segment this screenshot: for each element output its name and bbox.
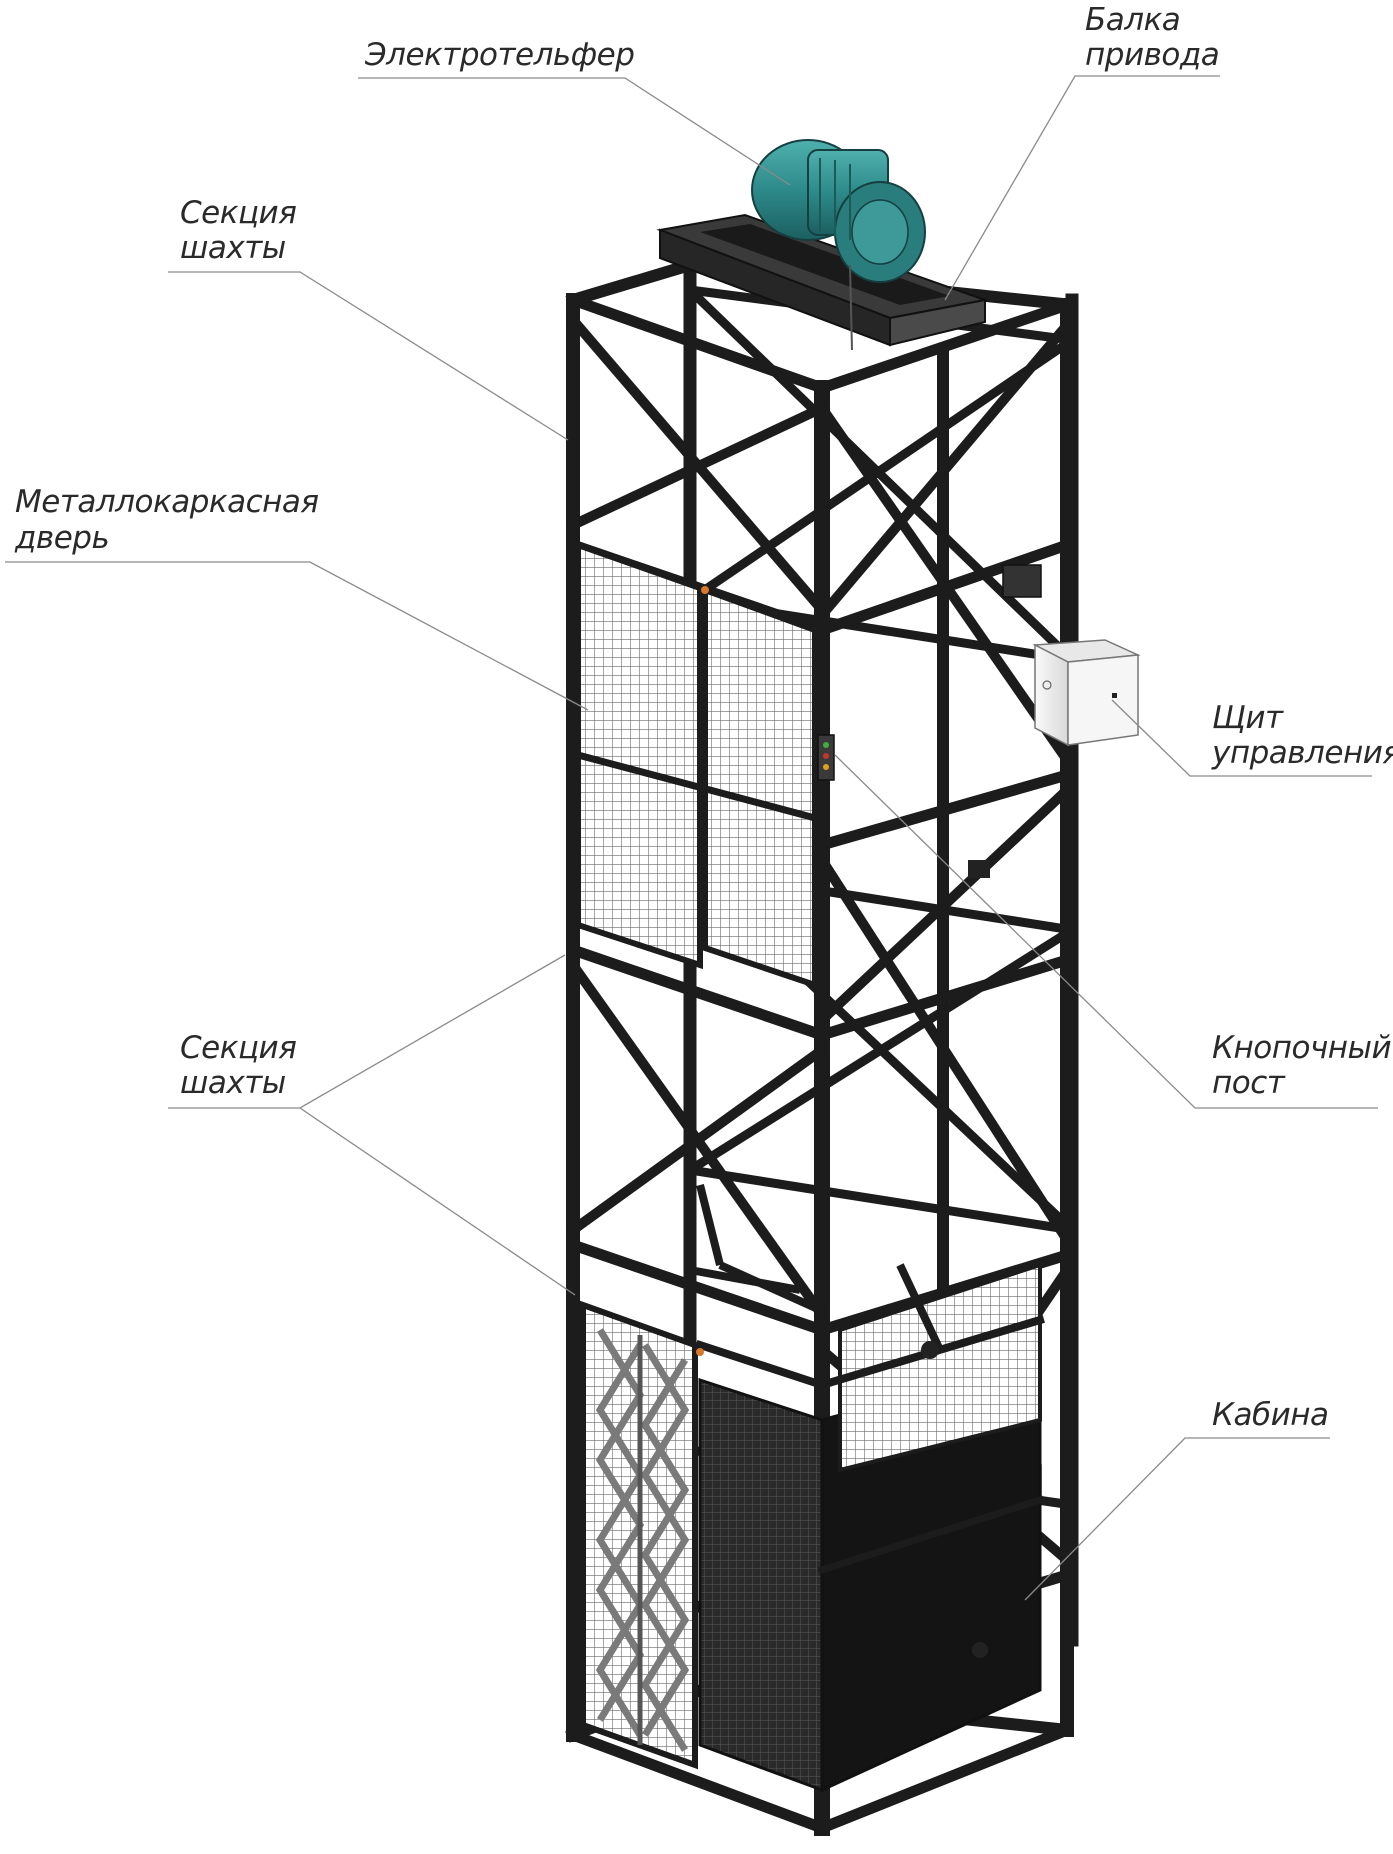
- label-button-post-line2: пост: [1212, 1065, 1286, 1101]
- left-face-diagonals: [565, 312, 830, 1322]
- leader-shaft-section-top: [168, 271, 569, 441]
- cabin: [689, 1184, 1045, 1793]
- label-shaft-section-top-line2: шахты: [180, 230, 286, 266]
- leader-cabin: [1024, 1437, 1330, 1601]
- metal-frame-door: [573, 540, 820, 990]
- label-drive-beam-line1: Балка: [1085, 2, 1180, 38]
- label-shaft-section-bottom-line1: Секция: [180, 1030, 296, 1066]
- leader-button-post: [834, 754, 1378, 1109]
- limit-switch: [968, 860, 990, 878]
- electric-hoist: [751, 139, 926, 351]
- label-cabin: Кабина: [1212, 1397, 1329, 1433]
- right-face-horizontals: [814, 298, 1075, 1836]
- leader-hoist: [358, 77, 791, 186]
- label-button-post-line1: Кнопочный: [1212, 1030, 1391, 1066]
- button-post-upper: [817, 734, 835, 781]
- leader-control-panel: [1111, 699, 1372, 777]
- junction-box-upper: [1002, 564, 1042, 598]
- label-drive-beam-line2: привода: [1085, 37, 1219, 73]
- label-control-panel-line1: Щит: [1212, 700, 1284, 736]
- leader-lines: [5, 75, 1378, 1601]
- control-panel-cabinet: [1032, 639, 1141, 747]
- folding-shaft-door: [580, 1300, 704, 1770]
- leader-door: [5, 561, 589, 711]
- leader-shaft-section-bottom-2: [299, 1107, 576, 1296]
- label-door-line1: Металлокаркасная: [15, 484, 319, 520]
- callout-labels: Электротельфер Балка привода Секция шахт…: [14, 2, 1393, 1433]
- label-shaft-section-top-line1: Секция: [180, 195, 296, 231]
- drive-beam: [656, 213, 989, 347]
- label-hoist: Электротельфер: [364, 37, 634, 73]
- label-shaft-section-bottom-line2: шахты: [180, 1065, 286, 1101]
- label-control-panel-line2: управления: [1211, 735, 1393, 771]
- leader-drive-beam: [944, 75, 1220, 301]
- label-door-line2: дверь: [14, 520, 109, 556]
